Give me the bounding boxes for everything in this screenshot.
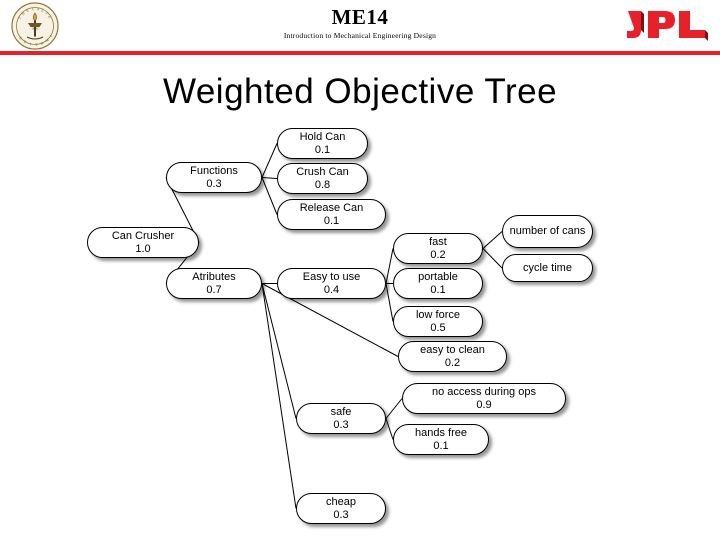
node-label: low force <box>415 308 461 321</box>
node-label: cycle time <box>523 261 572 274</box>
node-label: Atributes <box>192 270 236 283</box>
tree-edge-easy_to_use-to-low_force <box>385 283 394 322</box>
node-weight: 0.3 <box>333 418 349 431</box>
node-label: number of cans <box>509 225 586 237</box>
node-weight: 0.2 <box>430 248 446 261</box>
node-label: no access during ops <box>432 385 536 398</box>
node-weight: 0.3 <box>333 508 349 521</box>
slide-header: 1891 T H E C A L T E I N S T I T E ME14 … <box>0 0 720 55</box>
node-label: cheap <box>326 495 356 508</box>
tree-edge-easy_to_use-to-fast <box>385 248 394 284</box>
node-label: fast <box>429 235 447 248</box>
node-weight: 0.1 <box>314 143 331 156</box>
node-weight: 0.2 <box>444 356 461 369</box>
svg-text:N: N <box>45 38 50 43</box>
tree-edge-functions-to-crush_can <box>261 177 278 179</box>
header-rule <box>0 51 720 55</box>
svg-text:T: T <box>18 15 23 20</box>
svg-text:T: T <box>44 11 49 16</box>
node-label: hands free <box>415 426 467 439</box>
node-weight: 0.3 <box>206 177 222 190</box>
node-label: Crush Can <box>296 165 349 178</box>
jpl-logo-icon <box>627 11 708 41</box>
node-label: safe <box>330 405 352 418</box>
svg-text:S: S <box>40 41 44 46</box>
node-weight: 0.1 <box>323 214 340 227</box>
node-weight: 1.0 <box>135 242 151 255</box>
svg-text:E: E <box>18 36 23 41</box>
tree-node-cycle_time: cycle time <box>502 254 593 282</box>
node-label: Easy to use <box>302 270 361 283</box>
node-label: portable <box>418 270 458 283</box>
svg-text:C: C <box>32 7 35 11</box>
node-weight: 0.5 <box>430 321 446 334</box>
node-weight: 0.1 <box>430 283 446 296</box>
tree-edge-fast-to-number_of_cans <box>482 231 503 249</box>
node-label: easy to clean <box>420 343 485 356</box>
svg-text:E: E <box>47 15 52 20</box>
tree-edge-atributes-to-cheap <box>261 283 297 509</box>
tree-edge-functions-to-hold_can <box>261 143 278 178</box>
node-weight: 0.4 <box>323 283 340 296</box>
tree-edge-atributes-to-safe <box>261 283 297 419</box>
svg-text:E: E <box>26 8 30 13</box>
page-title: Weighted Objective Tree <box>162 72 558 111</box>
svg-text:L: L <box>41 8 45 13</box>
svg-text:T: T <box>23 40 28 45</box>
svg-text:H: H <box>21 11 26 16</box>
node-weight: 0.9 <box>476 398 492 411</box>
tree-edge-safe-to-no_access <box>385 398 403 419</box>
node-weight: 0.8 <box>314 178 331 191</box>
course-code: ME14 <box>331 5 389 29</box>
svg-text:I: I <box>29 42 32 46</box>
tree-edge-safe-to-hands_free <box>385 418 394 440</box>
node-label: Release Can <box>299 201 364 214</box>
tree-edge-fast-to-cycle_time <box>482 248 503 269</box>
svg-text:1891: 1891 <box>31 27 39 31</box>
tree-edge-functions-to-release_can <box>261 177 278 215</box>
node-weight: 0.1 <box>433 439 449 452</box>
svg-text:A: A <box>35 7 40 12</box>
university-seal-icon: 1891 T H E C A L T E I N S T I T E <box>11 2 59 50</box>
node-label: Can Crusher <box>111 229 175 242</box>
tree-node-number_of_cans: number of cans <box>502 215 593 248</box>
node-label: Hold Can <box>299 130 346 143</box>
node-label: Functions <box>190 164 238 177</box>
node-weight: 0.7 <box>206 283 222 296</box>
course-subtitle: Introduction to Mechanical Engineering D… <box>283 31 437 40</box>
svg-text:I: I <box>49 34 53 38</box>
svg-text:T: T <box>35 43 38 47</box>
